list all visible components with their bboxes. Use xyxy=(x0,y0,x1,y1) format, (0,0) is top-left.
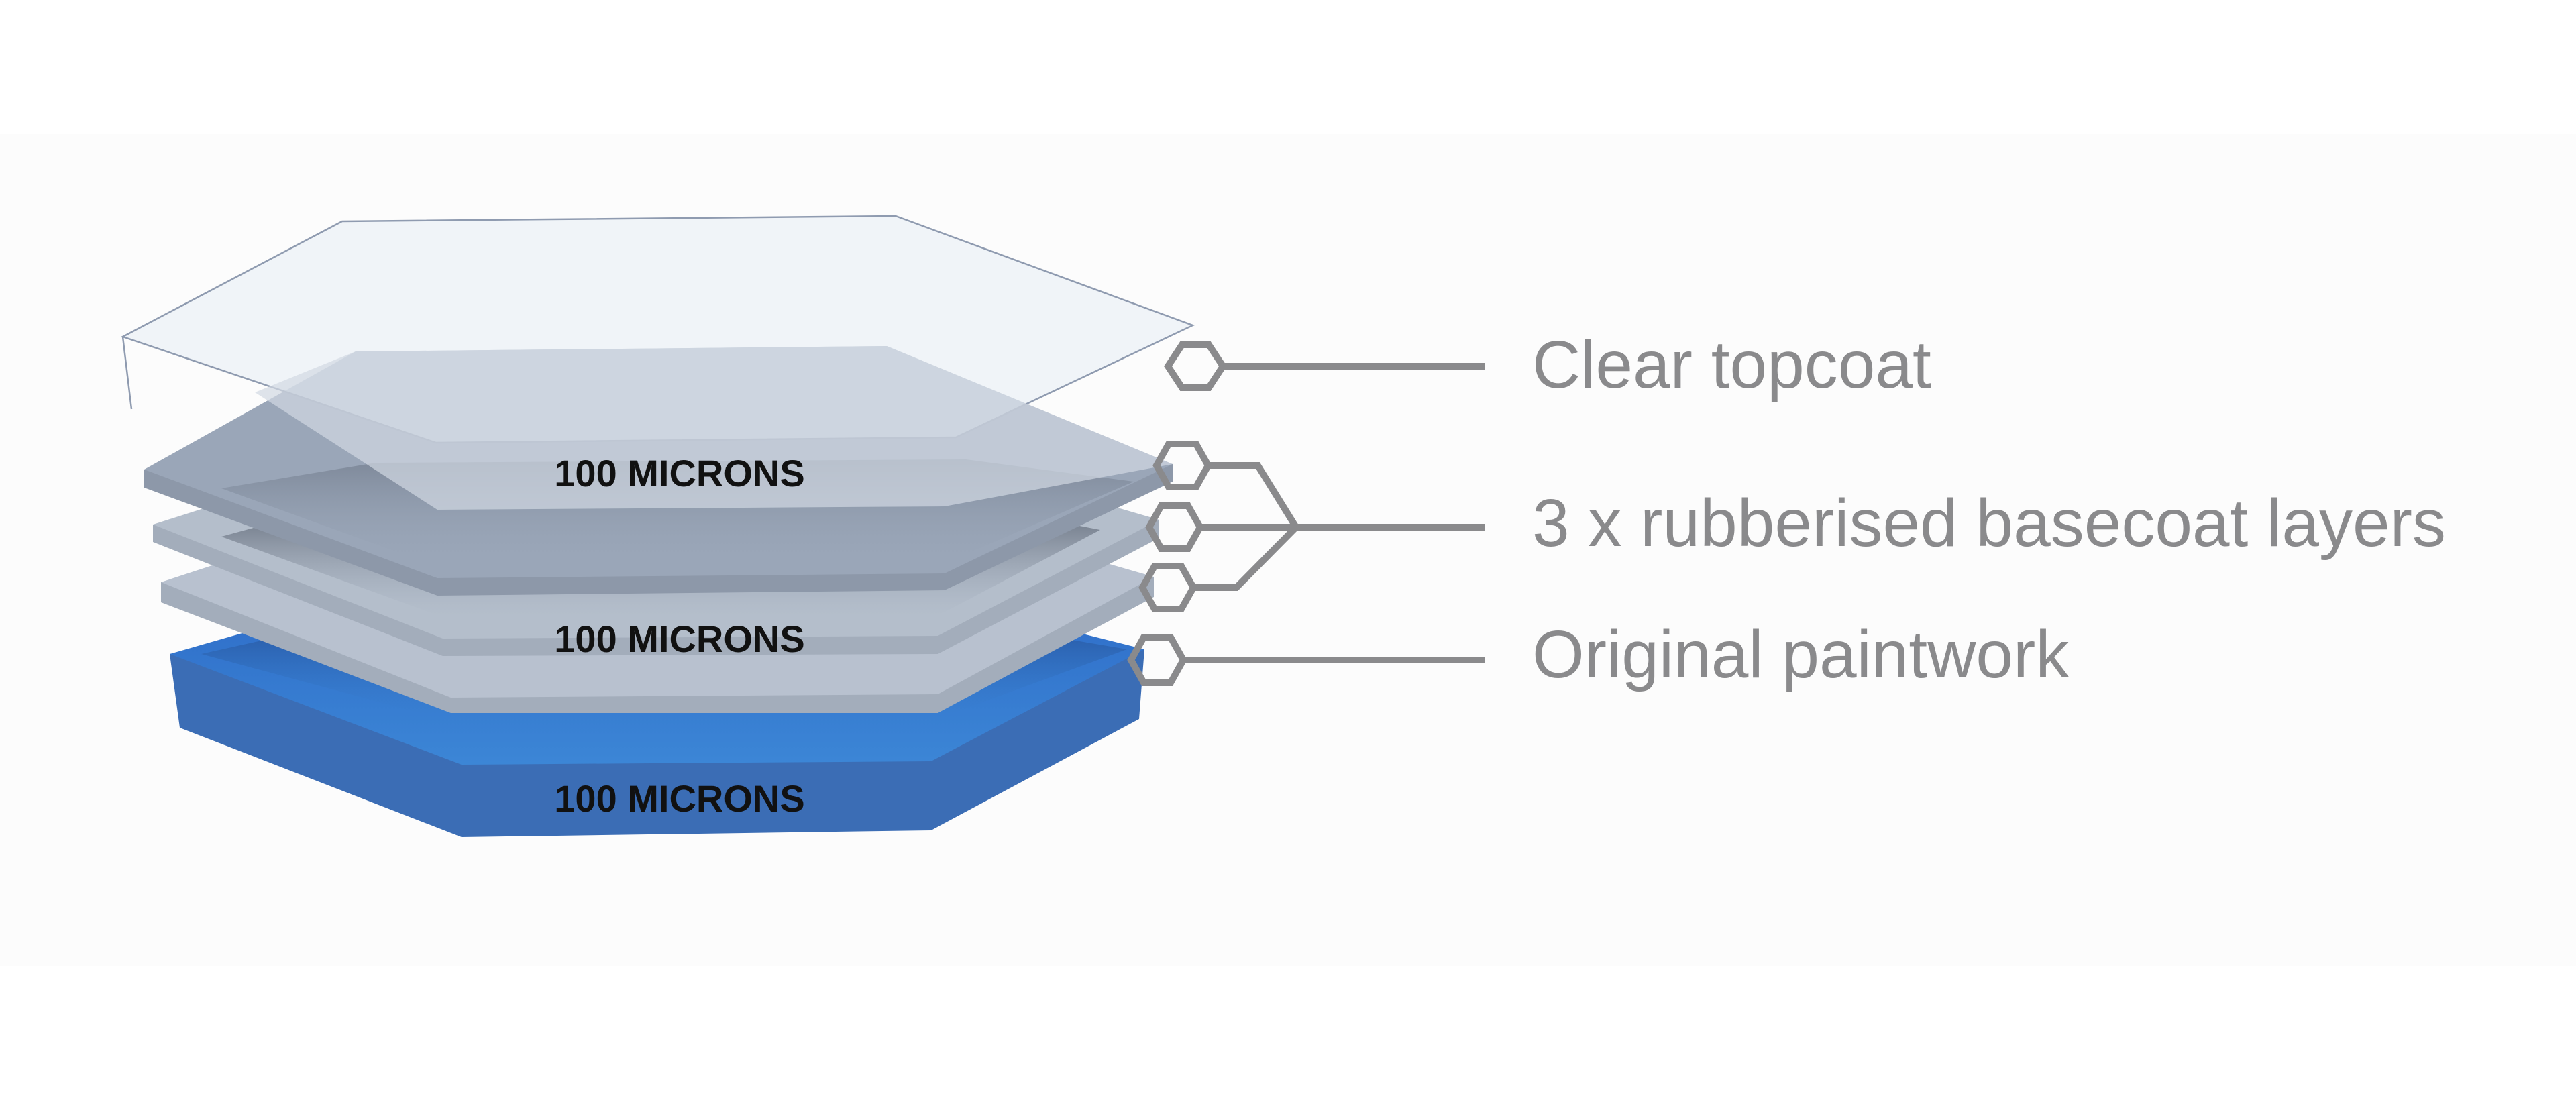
topcoat-inner xyxy=(255,346,1173,510)
paintwork-thickness-label: 100 MICRONS xyxy=(554,777,804,820)
topcoat-thickness-label: 100 MICRONS xyxy=(554,452,804,494)
basecoat-thickness-label: 100 MICRONS xyxy=(554,618,804,660)
clear-topcoat-label: Clear topcoat xyxy=(1532,327,1931,402)
callouts xyxy=(1127,341,1485,686)
basecoat-layers-label: 3 x rubberised basecoat layers xyxy=(1532,486,2446,561)
original-paintwork-label: Original paintwork xyxy=(1532,617,2070,692)
topcoat-edge xyxy=(121,336,133,410)
clear-topcoat-layer: 100 MICRONS xyxy=(120,215,1195,510)
hexagon-icon xyxy=(1164,341,1227,391)
